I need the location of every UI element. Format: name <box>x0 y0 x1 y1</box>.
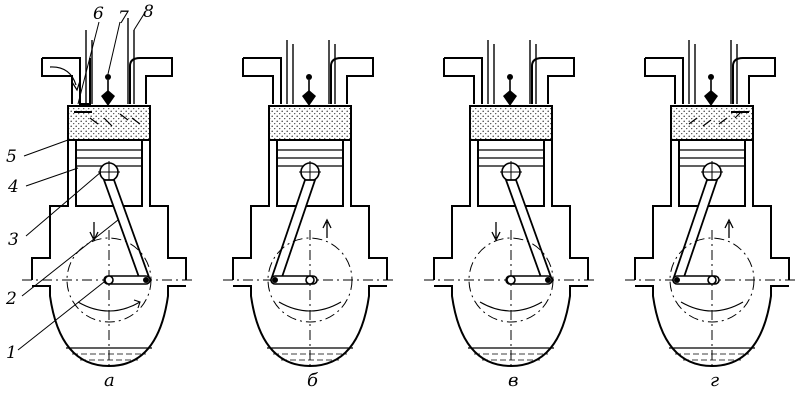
crankshaft <box>505 275 553 285</box>
intake-port <box>242 57 282 104</box>
spark-plug-icon <box>101 74 115 106</box>
callout-label: 5 <box>6 147 17 167</box>
crankcase <box>233 285 387 368</box>
crankcase <box>635 285 789 368</box>
cylinder <box>433 106 471 280</box>
combustion-chamber <box>469 105 553 141</box>
intake-port <box>42 57 91 105</box>
callout-label: 7 <box>118 8 129 28</box>
callout-label: 4 <box>7 177 19 197</box>
crankshaft <box>672 275 720 285</box>
callout-label: 1 <box>6 343 17 363</box>
intake-port <box>644 57 684 104</box>
panel-caption-g: г <box>710 370 719 391</box>
callout-label: 6 <box>93 4 104 24</box>
panel-caption-v: в <box>508 370 518 391</box>
exhaust-port <box>732 57 776 104</box>
panels-rest <box>223 40 796 370</box>
spark-plug-icon <box>708 74 714 80</box>
panel-g <box>625 40 796 370</box>
cylinder <box>31 106 69 280</box>
cylinder <box>634 106 672 280</box>
callout-label: 3 <box>8 230 19 250</box>
combustion-chamber <box>268 105 352 141</box>
panel-v <box>424 40 598 370</box>
crankcase <box>32 285 186 368</box>
spark-plug-icon <box>507 74 513 80</box>
intake-port <box>443 57 483 104</box>
crankshaft <box>103 275 151 285</box>
exhaust-port <box>531 57 575 104</box>
panel-a <box>17 13 196 370</box>
cylinder <box>232 106 270 280</box>
panel-caption-b: б <box>307 370 319 391</box>
crankshaft <box>270 275 318 285</box>
crankcase <box>434 285 588 368</box>
exhaust-port <box>330 57 374 104</box>
callout-label: 8 <box>143 2 154 22</box>
spark-plug-icon <box>306 74 312 80</box>
callout-label: 2 <box>5 289 17 309</box>
panel-caption-a: а <box>104 370 115 391</box>
exhaust-port <box>129 57 173 104</box>
panel-b <box>223 40 397 370</box>
